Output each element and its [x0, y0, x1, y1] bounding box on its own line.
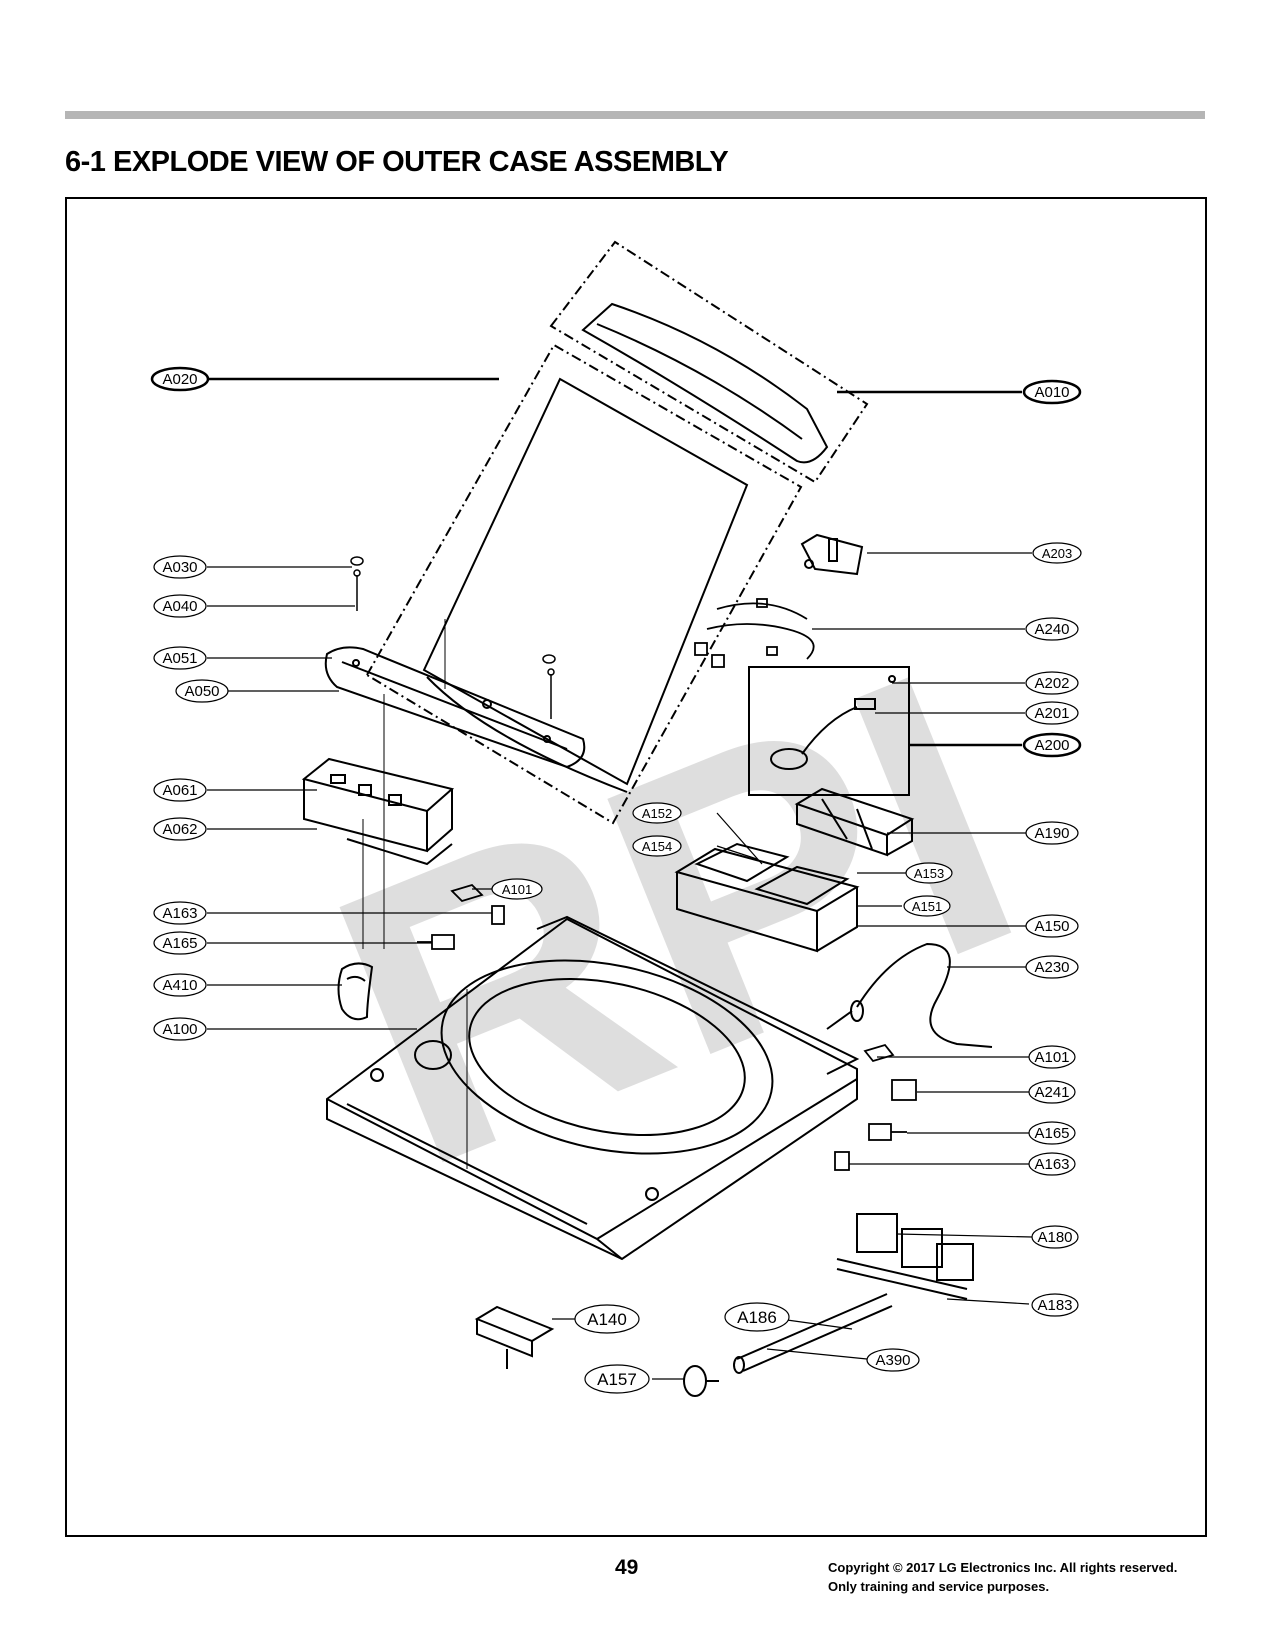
- lid-switch: [474, 1305, 555, 1369]
- callout-A150: A150: [1025, 914, 1079, 938]
- pressure-switch-box: [748, 666, 910, 796]
- svg-text:A240: A240: [1034, 621, 1069, 638]
- callout-A040: A040: [153, 594, 207, 618]
- callout-A241: A241: [1028, 1080, 1076, 1104]
- svg-text:A203: A203: [1042, 546, 1072, 561]
- callout-A201: A201: [1025, 701, 1079, 725]
- callout-A030: A030: [153, 555, 207, 579]
- callout-A051: A051: [153, 646, 207, 670]
- svg-text:A165: A165: [1034, 1125, 1069, 1142]
- wire-harness: [694, 598, 815, 668]
- copyright-line-1: Copyright © 2017 LG Electronics Inc. All…: [828, 1560, 1178, 1575]
- svg-text:A157: A157: [597, 1370, 637, 1389]
- svg-text:A154: A154: [642, 839, 672, 854]
- svg-text:A200: A200: [1034, 737, 1069, 754]
- pcb-assembly: [301, 694, 455, 949]
- copyright-notice: Copyright © 2017 LG Electronics Inc. All…: [828, 1558, 1177, 1596]
- callout-A020: A020: [150, 366, 210, 392]
- svg-text:A163: A163: [162, 905, 197, 922]
- svg-text:A152: A152: [642, 806, 672, 821]
- small-brackets: [417, 883, 917, 1171]
- screws: [350, 556, 556, 719]
- leader-lines: [207, 377, 1033, 1380]
- inlet-hose: [826, 942, 993, 1048]
- callout-A202: A202: [1025, 671, 1079, 695]
- svg-text:A201: A201: [1034, 705, 1069, 722]
- callout-A410: A410: [153, 973, 207, 997]
- callout-A180: A180: [1031, 1225, 1079, 1249]
- control-panel-cover: [324, 619, 586, 769]
- svg-text:A163: A163: [1034, 1156, 1069, 1173]
- svg-text:A151: A151: [912, 899, 942, 914]
- callout-A165: A165: [1028, 1121, 1076, 1145]
- svg-text:A020: A020: [162, 371, 197, 388]
- callout-A101: A101: [1028, 1045, 1076, 1069]
- drain-hose: [733, 1293, 893, 1374]
- callout-A062: A062: [153, 817, 207, 841]
- svg-text:A410: A410: [162, 977, 197, 994]
- callout-A390: A390: [866, 1348, 920, 1372]
- svg-text:A100: A100: [162, 1021, 197, 1038]
- page-title: 6-1 EXPLODE VIEW OF OUTER CASE ASSEMBLY: [65, 146, 729, 178]
- copyright-line-2: Only training and service purposes.: [828, 1579, 1050, 1594]
- callout-A165: A165: [153, 931, 207, 955]
- callout-A153: A153: [905, 862, 953, 884]
- svg-text:A165: A165: [162, 935, 197, 952]
- top-cover: [326, 915, 860, 1261]
- hinge-part: [337, 962, 374, 1021]
- callout-A101: A101: [491, 878, 543, 900]
- svg-text:A010: A010: [1034, 384, 1069, 401]
- svg-text:A051: A051: [162, 650, 197, 667]
- svg-text:A101: A101: [1034, 1049, 1069, 1066]
- svg-text:A183: A183: [1037, 1297, 1072, 1314]
- callout-A183: A183: [1031, 1293, 1079, 1317]
- callout-A163: A163: [153, 901, 207, 925]
- inlet-filter: [683, 1365, 719, 1397]
- svg-text:A153: A153: [914, 866, 944, 881]
- callout-A203: A203: [1032, 542, 1082, 564]
- callout-A163: A163: [1028, 1152, 1076, 1176]
- door-lock: [800, 533, 864, 576]
- svg-text:A390: A390: [875, 1352, 910, 1369]
- callout-A154: A154: [632, 835, 682, 857]
- lid-handle: [549, 240, 869, 484]
- svg-text:A186: A186: [737, 1308, 777, 1327]
- callout-A240: A240: [1025, 617, 1079, 641]
- svg-text:A230: A230: [1034, 959, 1069, 976]
- callout-A200: A200: [1022, 732, 1082, 758]
- callout-A157: A157: [584, 1364, 650, 1394]
- svg-text:A101: A101: [502, 882, 532, 897]
- callout-A140: A140: [574, 1304, 640, 1334]
- callout-A152: A152: [632, 802, 682, 824]
- callout-A230: A230: [1025, 955, 1079, 979]
- detergent-dispenser: [674, 842, 860, 953]
- top-rule: [65, 111, 1205, 119]
- svg-text:A061: A061: [162, 782, 197, 799]
- svg-text:A180: A180: [1037, 1229, 1072, 1246]
- exploded-view-diagram: RPI: [65, 197, 1207, 1537]
- callout-A050: A050: [175, 679, 229, 703]
- svg-text:A062: A062: [162, 821, 197, 838]
- callout-A010: A010: [1022, 379, 1082, 405]
- dispenser-filter: [794, 787, 915, 857]
- callout-A061: A061: [153, 778, 207, 802]
- callout-labels: A020 A010 A203 A030 A040 A240 A051 A202 …: [150, 366, 1082, 1394]
- water-valves: [836, 1213, 974, 1300]
- svg-text:A202: A202: [1034, 675, 1069, 692]
- svg-text:A030: A030: [162, 559, 197, 576]
- callout-A186: A186: [724, 1302, 790, 1332]
- callout-A100: A100: [153, 1017, 207, 1041]
- callout-A151: A151: [903, 895, 951, 917]
- svg-text:A150: A150: [1034, 918, 1069, 935]
- svg-text:A241: A241: [1034, 1084, 1069, 1101]
- svg-text:A040: A040: [162, 598, 197, 615]
- svg-text:A050: A050: [184, 683, 219, 700]
- callout-A190: A190: [1025, 821, 1079, 845]
- svg-text:A190: A190: [1034, 825, 1069, 842]
- diagram-canvas: RPI: [150, 240, 1082, 1397]
- svg-text:A140: A140: [587, 1310, 627, 1329]
- page-number: 49: [615, 1556, 639, 1579]
